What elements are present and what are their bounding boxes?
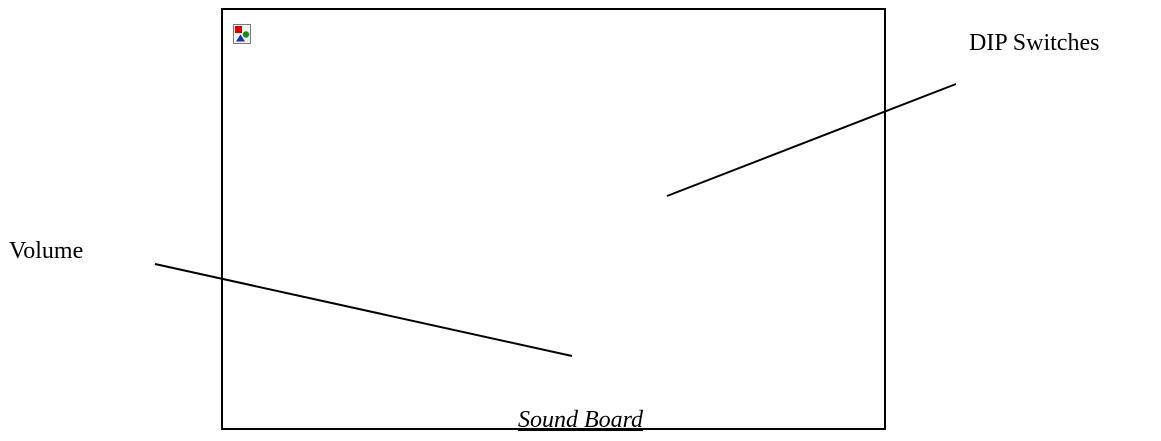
volume-label: Volume (9, 238, 84, 264)
broken-image-icon (233, 24, 251, 44)
dip-switches-label: DIP Switches (969, 30, 1100, 56)
image-frame (221, 8, 886, 430)
figure-caption: Sound Board (517, 407, 644, 433)
